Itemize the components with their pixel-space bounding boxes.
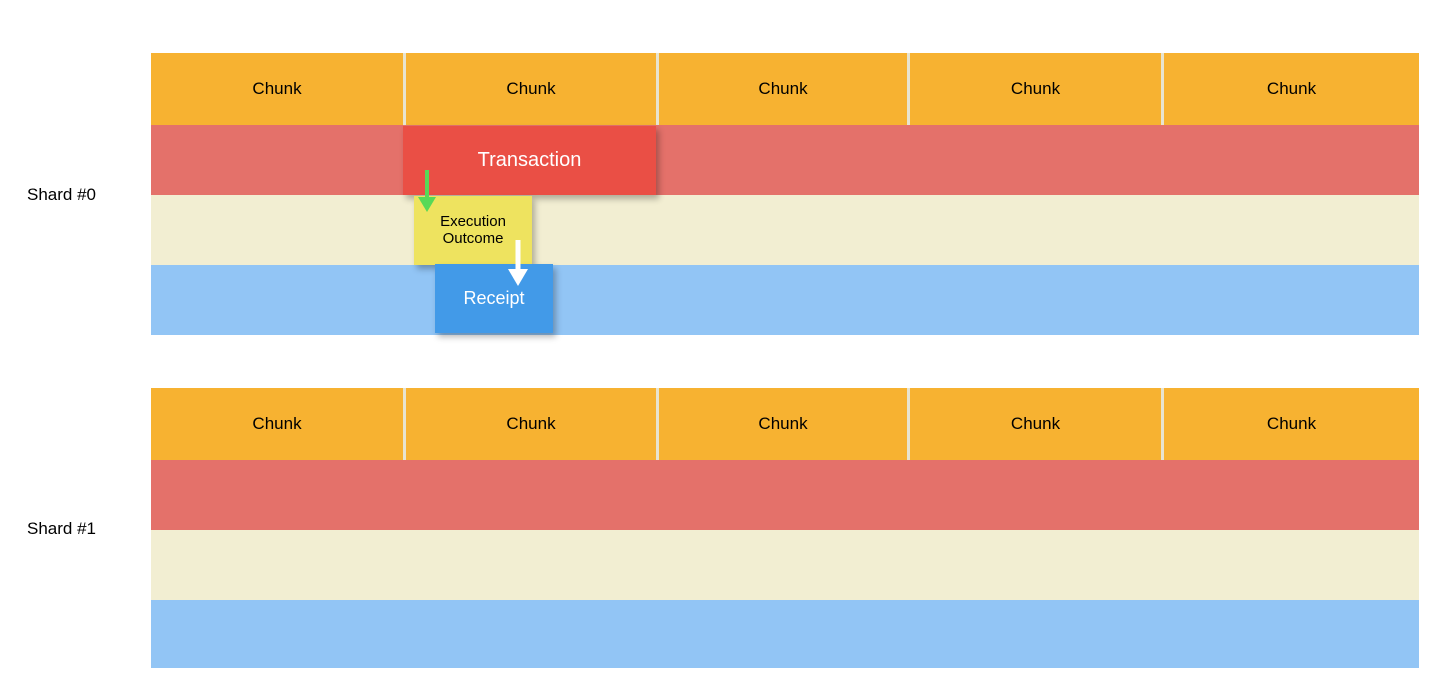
shard-1-receipt-row — [151, 600, 1419, 668]
chunk-cell[interactable]: Chunk — [907, 388, 1161, 460]
execution-outcome-line-1: Execution — [440, 212, 506, 230]
chunk-cell[interactable]: Chunk — [1161, 53, 1419, 125]
shard-0-execution-outcome-row — [151, 195, 1419, 265]
receipt-block[interactable]: Receipt — [435, 264, 553, 333]
chunk-label: Chunk — [1266, 414, 1317, 433]
chunk-label: Chunk — [758, 414, 808, 433]
chunk-label: Chunk — [506, 414, 556, 433]
chunk-label: Chunk — [252, 79, 302, 98]
transaction-block[interactable]: Transaction — [403, 126, 656, 195]
chunk-label: Chunk — [1266, 79, 1317, 98]
shard-1-label: Shard #1 — [27, 519, 96, 538]
chunk-cell[interactable]: Chunk — [151, 388, 403, 460]
shard-0-label: Shard #0 — [27, 185, 96, 204]
chunk-cell[interactable]: Chunk — [907, 53, 1161, 125]
shard-0-receipt-row — [151, 265, 1419, 335]
chunk-cell[interactable]: Chunk — [403, 53, 656, 125]
chunk-cell[interactable]: Chunk — [656, 53, 907, 125]
execution-outcome-line-2: Outcome — [442, 229, 504, 247]
chunk-label: Chunk — [252, 414, 302, 433]
shard-1-chunk-row: Chunk Chunk Chunk Chunk Chunk — [151, 388, 1419, 460]
shard-1-execution-outcome-row — [151, 530, 1419, 600]
chunk-cell[interactable]: Chunk — [1161, 388, 1419, 460]
shard-1-transaction-row — [151, 460, 1419, 530]
chunk-label: Chunk — [1010, 414, 1061, 433]
receipt-label: Receipt — [463, 288, 525, 309]
chunk-label: Chunk — [758, 79, 808, 98]
chunk-label: Chunk — [506, 79, 556, 98]
chunk-cell[interactable]: Chunk — [403, 388, 656, 460]
shard-0-chunk-row: Chunk Chunk Chunk Chunk Chunk — [151, 53, 1419, 125]
chunk-cell[interactable]: Chunk — [656, 388, 907, 460]
chunk-cell[interactable]: Chunk — [151, 53, 403, 125]
execution-outcome-label: Execution Outcome — [440, 212, 506, 248]
chunk-label: Chunk — [1010, 79, 1061, 98]
shard-0-transaction-row — [151, 125, 1419, 195]
execution-outcome-block[interactable]: Execution Outcome — [414, 196, 532, 265]
transaction-label: Transaction — [477, 149, 582, 172]
